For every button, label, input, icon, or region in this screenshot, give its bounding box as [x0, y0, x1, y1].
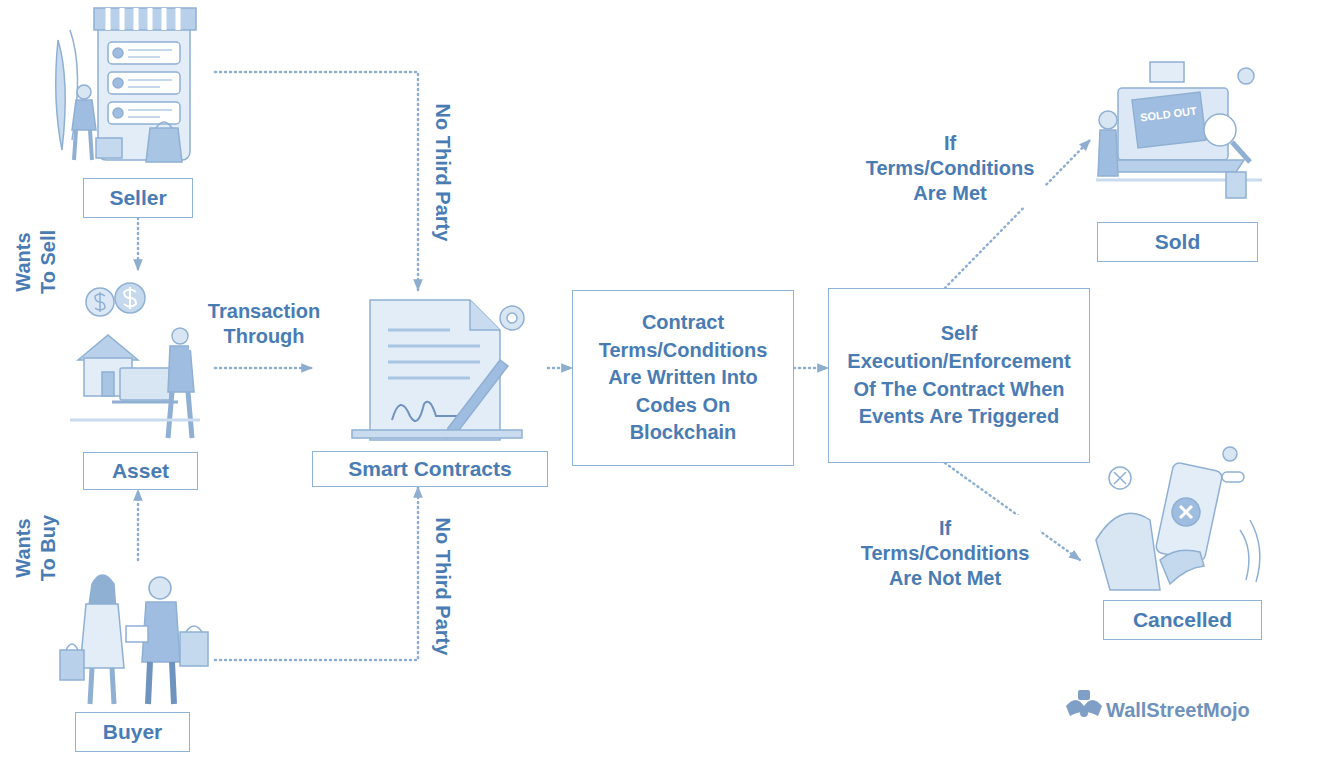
node-text: Smart Contracts	[312, 451, 548, 487]
node-text: Seller	[83, 178, 193, 218]
node-text: Buyer	[75, 712, 190, 752]
asset-illustration	[70, 283, 200, 438]
logo-mark	[1066, 690, 1102, 717]
node-text: Contract Terms/Conditions Are Written In…	[583, 309, 783, 447]
node-text: Sold	[1097, 222, 1258, 262]
node-text: Cancelled	[1103, 600, 1262, 640]
seller-illustration	[56, 8, 196, 162]
buyer-illustration	[60, 575, 208, 704]
node-text: Asset	[83, 452, 198, 490]
cancelled-node: Cancelled	[1080, 445, 1268, 640]
smart-contracts-node: Smart Contracts	[312, 290, 548, 487]
dotted-arrow	[137, 218, 140, 270]
dotted-arrow	[548, 367, 572, 370]
sold-illustration	[1096, 62, 1262, 198]
watermark: WallStreetMojo	[1106, 699, 1250, 722]
contract-illustration	[352, 300, 524, 440]
sold-node: Sold	[1090, 55, 1270, 262]
edge-label: No Third Party	[429, 87, 456, 257]
process-box: Contract Terms/Conditions Are Written In…	[572, 290, 794, 466]
buyer-node: Buyer	[45, 560, 215, 752]
process-box: Self Execution/Enforcement Of The Contra…	[828, 288, 1090, 463]
seller-node: Seller	[45, 5, 215, 218]
dotted-arrow	[215, 72, 418, 290]
edge-label: Wants To Buy	[10, 506, 62, 590]
dotted-arrow	[137, 490, 140, 560]
dotted-arrow	[215, 487, 418, 660]
node-text: Self Execution/Enforcement Of The Contra…	[839, 320, 1079, 430]
edge-label: If Terms/Conditions Are Met	[855, 130, 1045, 207]
edge-label: Wants To Sell	[10, 220, 62, 304]
edge-label: Transaction Through	[189, 298, 339, 350]
dotted-arrow	[215, 367, 312, 370]
edge-label: No Third Party	[429, 501, 456, 671]
dotted-arrow	[794, 367, 828, 370]
cancelled-illustration	[1096, 447, 1260, 590]
edge-label: If Terms/Conditions Are Not Met	[850, 515, 1040, 592]
